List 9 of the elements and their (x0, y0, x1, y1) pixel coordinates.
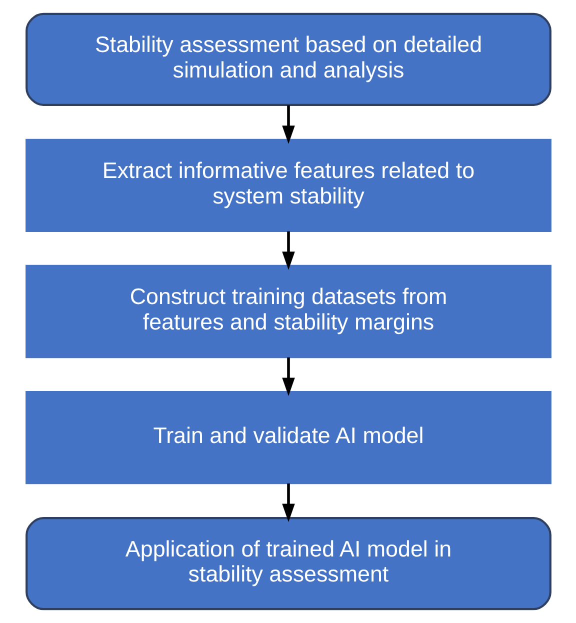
arrow (282, 105, 294, 144)
node-box: Application of trained AI model in stability assessment (25, 517, 551, 610)
node-box: Extract informative features related to system stability (25, 138, 551, 232)
node-box: Train and validate AI model (25, 390, 551, 484)
node-box: Stability assessment based on detailed simulation and analysis (25, 12, 551, 106)
arrow (282, 357, 294, 396)
arrow (282, 483, 294, 522)
node-box: Construct training datasets from features and stability margins (25, 264, 551, 358)
arrow (282, 231, 294, 270)
